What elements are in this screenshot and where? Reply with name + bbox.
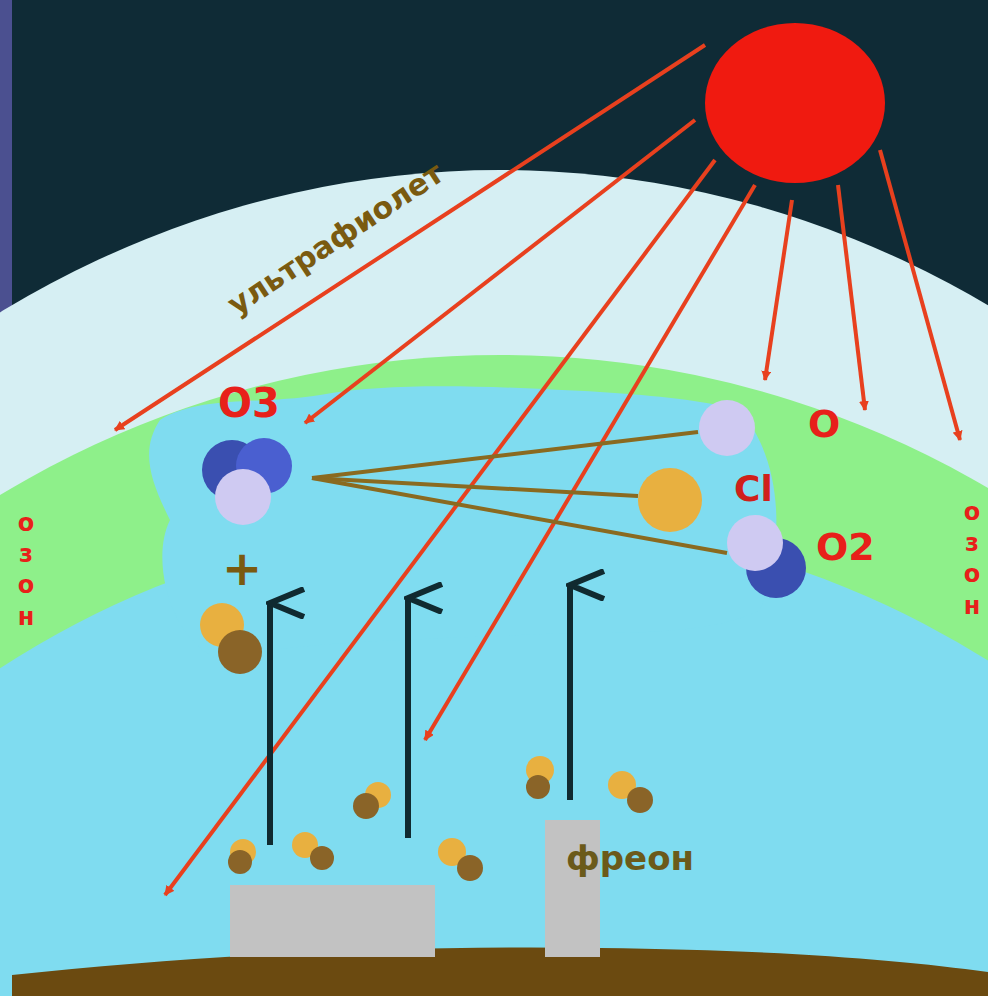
oxygen-molecule [727,515,806,598]
sun [705,23,885,183]
freon-rise-arrows [270,585,570,845]
factory-building [230,885,435,957]
oxygen-atom-label: O [808,402,840,446]
ozone-formula: O3 [218,380,280,426]
chlorine-label: Cl [734,468,773,509]
chlorine-atom [638,468,702,532]
ozone-molecule [202,438,292,525]
ozone-vertical-label: озон [14,508,38,633]
oxygen-atom [699,400,755,456]
freon-label: фреон [566,838,694,878]
ground [12,947,988,996]
ozone-hole [149,386,776,660]
ozone-vertical-label: озон [960,497,984,622]
ozone-layer [0,355,988,996]
reaction-lines [312,432,727,553]
oxygen-molecule-label: O2 [816,525,875,569]
plus-sign: + [222,540,262,596]
uv-rays [115,45,960,895]
upper-atmosphere [0,170,988,996]
